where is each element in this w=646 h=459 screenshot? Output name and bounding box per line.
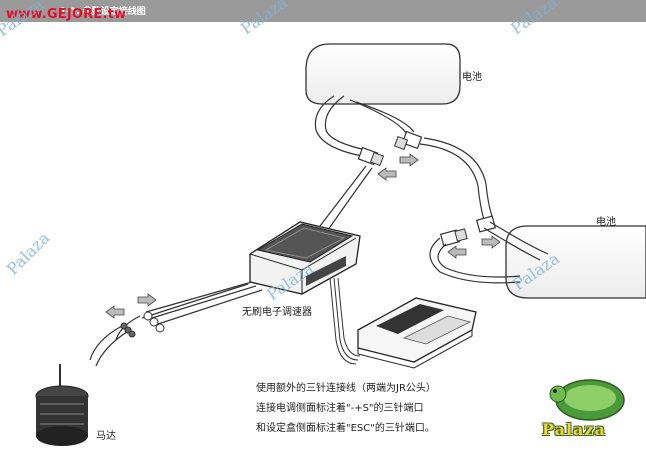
motor-label: 马达 bbox=[96, 431, 116, 442]
battery-right-label: 电池 bbox=[596, 217, 616, 228]
header-bar: 1-1. 参数设定接线图 bbox=[0, 0, 646, 22]
battery-right-wires bbox=[429, 221, 549, 284]
program-box-drawing bbox=[357, 297, 477, 369]
site-url-text[interactable]: www.GEJORE.tw bbox=[6, 7, 127, 22]
logo-text: Palaza bbox=[542, 420, 606, 439]
signal-cable bbox=[329, 277, 361, 365]
bullet-connectors bbox=[120, 311, 165, 338]
esc-label: 无刷电子调速器 bbox=[242, 307, 312, 318]
motor-leads bbox=[89, 281, 263, 367]
battery-top-label: 电池 bbox=[462, 72, 482, 83]
arrows-motor bbox=[105, 293, 157, 319]
connector-pair-top bbox=[357, 130, 423, 167]
arrows-top bbox=[377, 153, 419, 181]
logo-drawing bbox=[549, 379, 625, 421]
instruction-line: 使用额外的三针连接线（两端为JR公头） bbox=[256, 383, 436, 394]
esc-power-wires bbox=[319, 137, 493, 231]
motor-drawing bbox=[35, 364, 89, 446]
arrows-right bbox=[447, 235, 501, 259]
instruction-line: 连接电调侧面标注着"-+S"的三针端口 bbox=[256, 403, 424, 414]
instruction-line: 和设定盒侧面标注着"ESC"的三针端口。 bbox=[256, 423, 435, 434]
battery-top-drawing bbox=[305, 43, 461, 105]
section-title: 1-1. 参数设定接线图 bbox=[60, 7, 146, 17]
palaza-logo: Palaza bbox=[536, 372, 636, 448]
esc-drawing bbox=[249, 221, 361, 295]
